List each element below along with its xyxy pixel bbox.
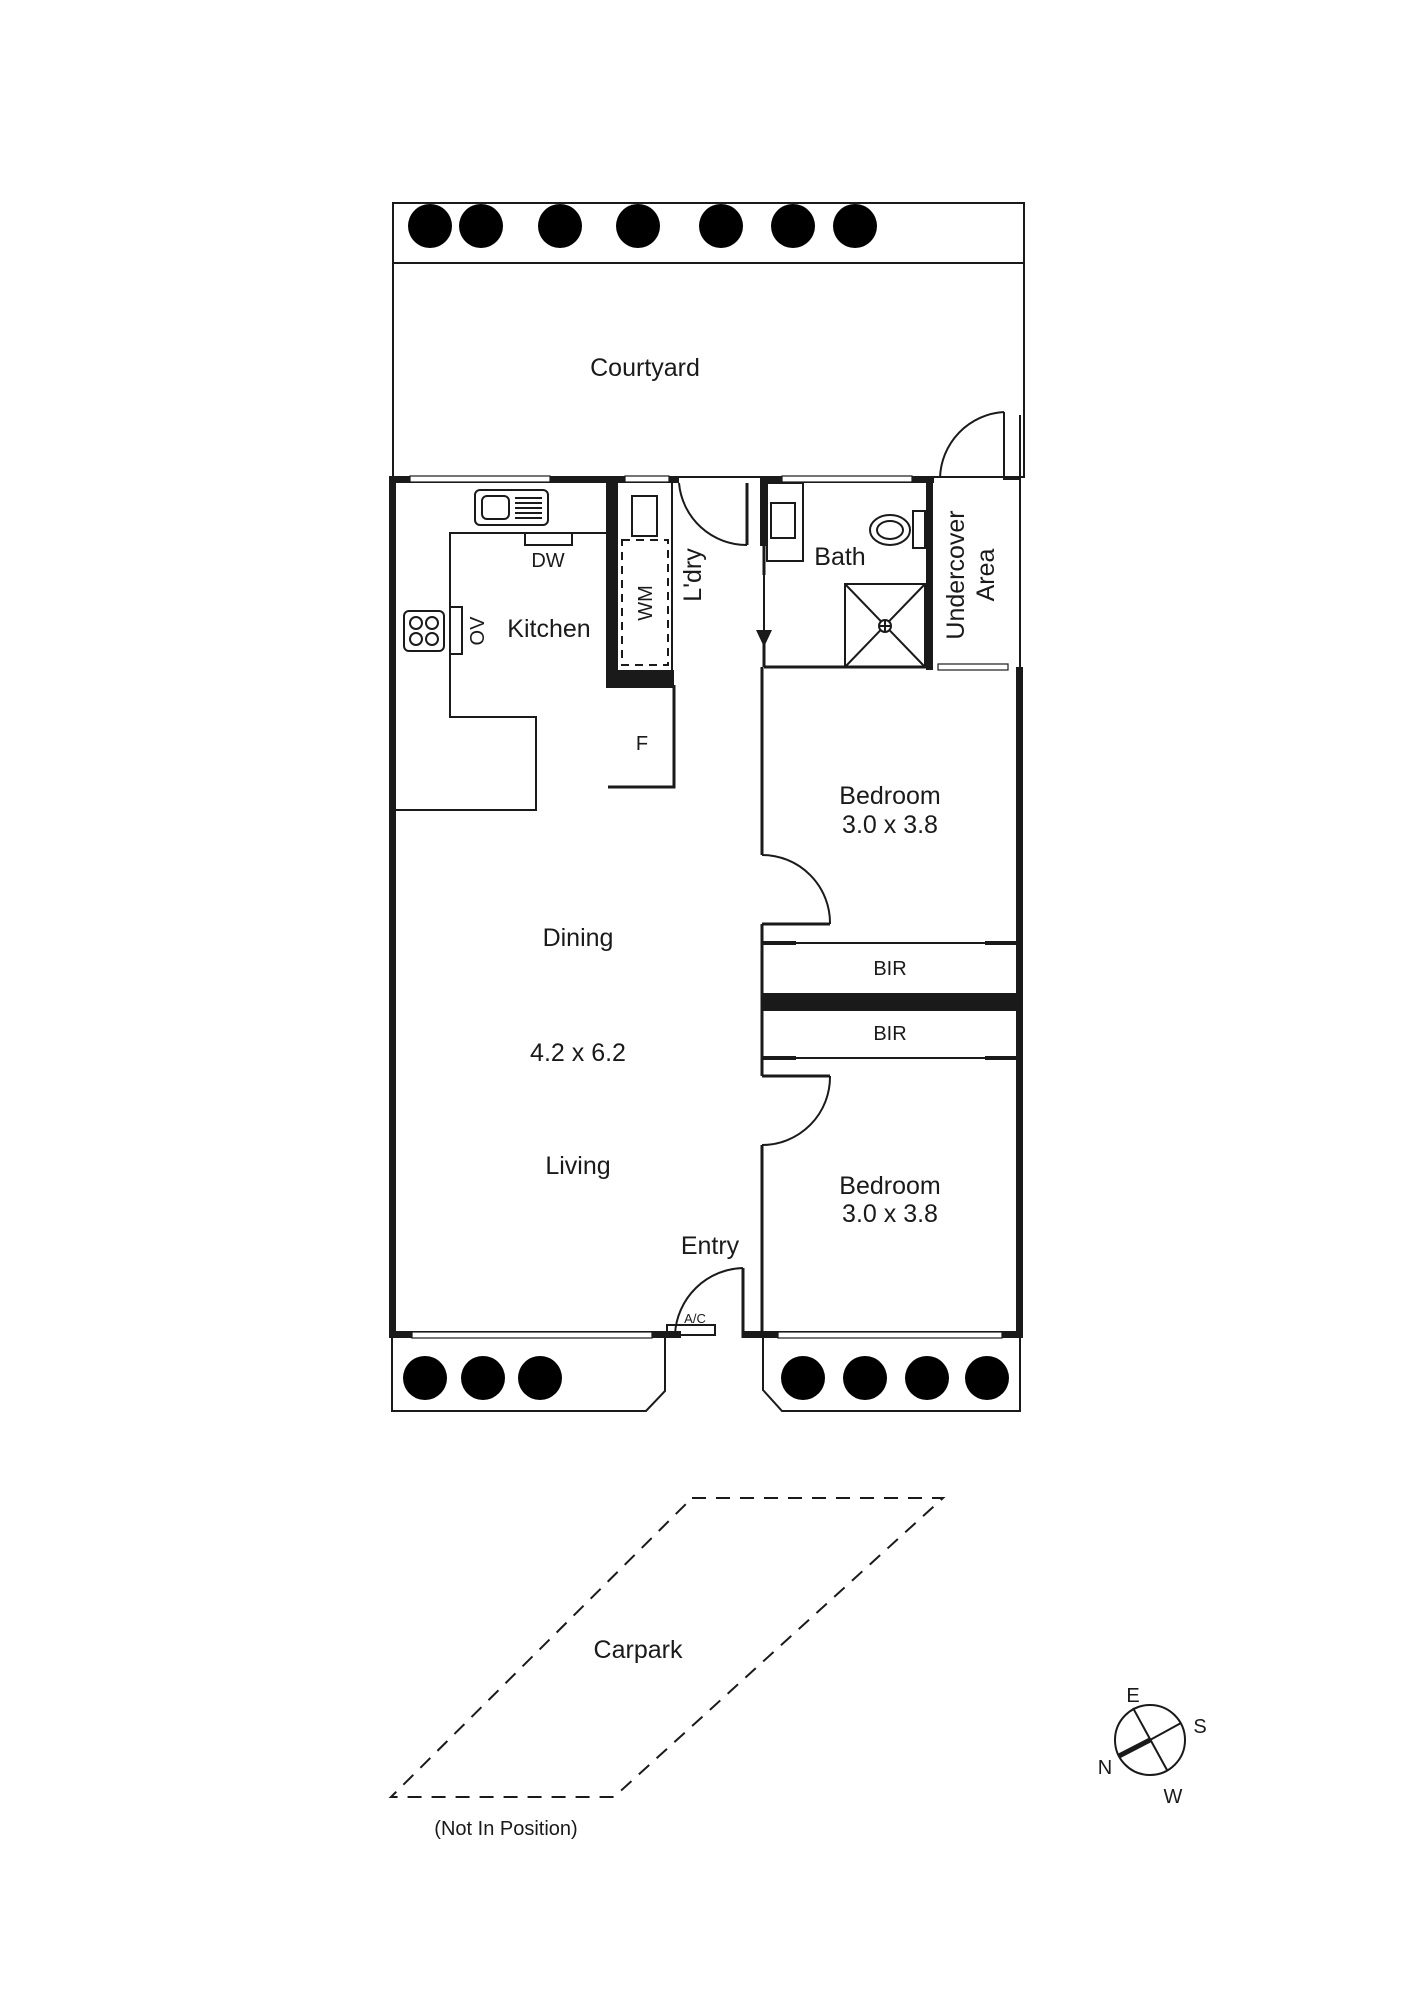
front-garden-left xyxy=(391,1338,666,1412)
carpark-note: (Not In Position) xyxy=(434,1818,577,1840)
bedroom-1-label: Bedroom xyxy=(839,782,940,810)
tree-icon xyxy=(408,204,877,248)
bir-2-label: BIR xyxy=(873,1023,906,1045)
fridge-label: F xyxy=(636,733,648,755)
ac-unit-icon xyxy=(666,1324,716,1336)
bath: Bath xyxy=(756,476,933,670)
entry: Entry A/C xyxy=(666,1232,765,1338)
front-garden-right xyxy=(762,1338,1021,1412)
ac-label: A/C xyxy=(684,1311,706,1326)
compass-icon: E S N W xyxy=(1098,1685,1207,1808)
bir-1-label: BIR xyxy=(873,958,906,980)
sink-icon xyxy=(474,489,549,526)
compass-north-label: N xyxy=(1098,1757,1112,1779)
bedroom-2-dimensions: 3.0 x 3.8 xyxy=(842,1200,938,1228)
compass-south-label: S xyxy=(1193,1716,1206,1738)
laundry-label: L'dry xyxy=(679,548,707,602)
compass-west-label: W xyxy=(1164,1786,1183,1808)
trough-icon xyxy=(631,495,658,537)
carpark-label: Carpark xyxy=(594,1636,683,1664)
bath-label: Bath xyxy=(814,543,865,571)
laundry: WM L'dry xyxy=(606,476,749,688)
bedroom-1-dimensions: 3.0 x 3.8 xyxy=(842,811,938,839)
courtyard-label: Courtyard xyxy=(590,354,700,382)
living-dining-dimensions: 4.2 x 6.2 xyxy=(530,1039,626,1067)
windows xyxy=(409,475,1009,1339)
washing-machine-label: WM xyxy=(635,585,657,621)
dining-label: Dining xyxy=(543,924,614,952)
undercover-area: Undercover Area xyxy=(939,411,1021,667)
bedroom-2-label: Bedroom xyxy=(839,1172,940,1200)
undercover-label-line2: Area xyxy=(972,549,1000,602)
kitchen: DW OV Kitchen F xyxy=(396,489,676,811)
carpark: Carpark (Not In Position) xyxy=(388,1497,946,1840)
living-dining: Dining 4.2 x 6.2 Living xyxy=(530,924,626,1180)
oven-label: OV xyxy=(467,616,489,646)
undercover-label-line1: Undercover xyxy=(942,510,970,639)
entry-label: Entry xyxy=(681,1232,740,1260)
basin-icon xyxy=(770,502,796,539)
oven-icon xyxy=(449,606,463,655)
bedroom-1: Bedroom 3.0 x 3.8 xyxy=(760,667,941,1000)
dishwasher-label: DW xyxy=(531,550,564,572)
kitchen-label: Kitchen xyxy=(507,615,590,643)
tree-icon xyxy=(403,1356,562,1400)
dishwasher-icon xyxy=(524,532,573,546)
toilet-icon xyxy=(869,514,911,546)
living-label: Living xyxy=(545,1152,610,1180)
bedroom-2: Bedroom 3.0 x 3.8 xyxy=(760,1000,941,1338)
cooktop-icon xyxy=(403,610,445,652)
built-in-robes: BIR BIR xyxy=(762,941,1019,1060)
tree-icon xyxy=(781,1356,1009,1400)
door-swing xyxy=(678,482,748,547)
compass-east-label: E xyxy=(1126,1685,1139,1707)
shower-icon xyxy=(844,583,926,668)
courtyard: Courtyard xyxy=(392,202,1025,478)
